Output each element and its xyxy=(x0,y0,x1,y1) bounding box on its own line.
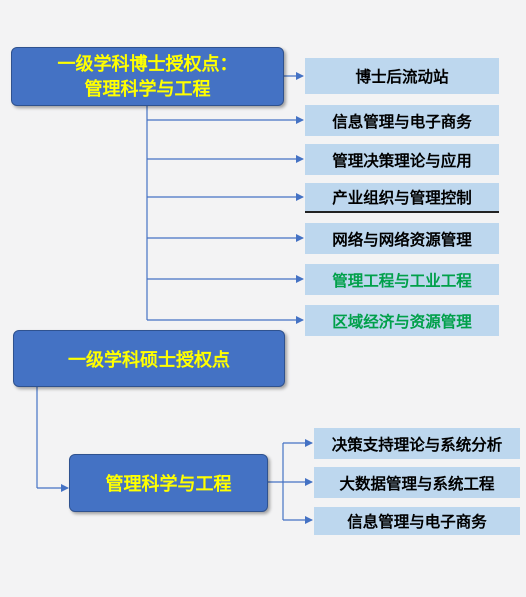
doctoral-item-postdoc: 博士后流动站 xyxy=(305,58,499,94)
masters-item-big-data: 大数据管理与系统工程 xyxy=(314,467,520,498)
doctoral-item-info-ecommerce: 信息管理与电子商务 xyxy=(305,105,499,136)
doctoral-item-decision-theory: 管理决策理论与应用 xyxy=(305,144,499,175)
masters-authorization-box: 一级学科硕士授权点 xyxy=(13,330,285,387)
doctoral-title-line2: 管理科学与工程 xyxy=(84,78,211,100)
doctoral-item-label: 管理决策理论与应用 xyxy=(332,151,472,170)
masters-item-info-ecommerce: 信息管理与电子商务 xyxy=(314,507,520,535)
masters-discipline-box: 管理科学与工程 xyxy=(69,454,268,512)
doctoral-item-industrial-org: 产业组织与管理控制 xyxy=(305,183,499,213)
doctoral-item-label: 网络与网络资源管理 xyxy=(332,230,472,249)
masters-item-label: 信息管理与电子商务 xyxy=(347,513,487,531)
doctoral-item-label: 管理工程与工业工程 xyxy=(332,271,472,290)
doctoral-item-industrial-engineering: 管理工程与工业工程 xyxy=(305,264,499,295)
doctoral-item-label: 信息管理与电子商务 xyxy=(332,112,472,131)
masters-discipline-label: 管理科学与工程 xyxy=(105,474,232,495)
doctoral-item-regional-economy: 区域经济与资源管理 xyxy=(305,305,499,336)
masters-item-label: 大数据管理与系统工程 xyxy=(339,474,495,493)
doctoral-item-network-resources: 网络与网络资源管理 xyxy=(305,223,499,254)
doctoral-title-line1: 一级学科博士授权点： xyxy=(57,53,238,75)
doctoral-authorization-box: 一级学科博士授权点： 管理科学与工程 xyxy=(11,47,284,106)
doctoral-item-label: 产业组织与管理控制 xyxy=(332,189,472,207)
doctoral-item-label: 博士后流动站 xyxy=(355,68,449,86)
masters-title: 一级学科硕士授权点 xyxy=(68,349,230,371)
masters-item-decision-support: 决策支持理论与系统分析 xyxy=(314,428,520,459)
doctoral-item-label: 区域经济与资源管理 xyxy=(332,312,472,331)
masters-item-label: 决策支持理论与系统分析 xyxy=(331,435,503,454)
